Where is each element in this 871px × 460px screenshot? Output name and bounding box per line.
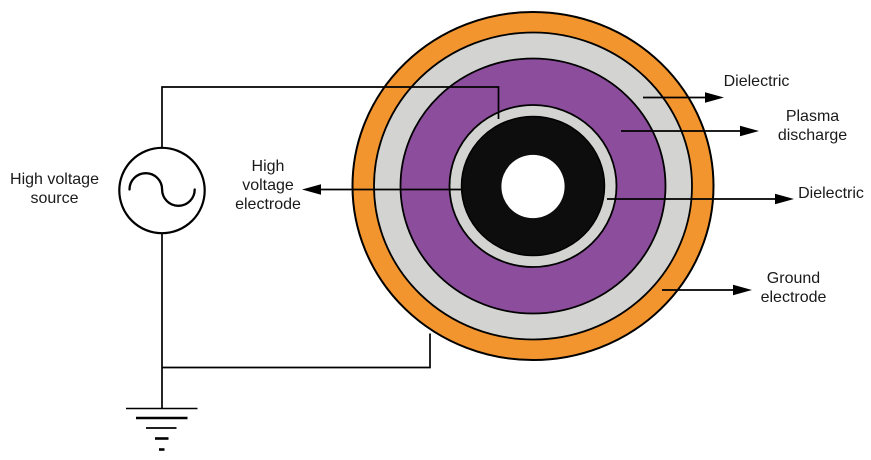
- circuit-wires: [161, 86, 500, 408]
- dielectric-outer-arrow: [643, 92, 724, 103]
- arrowhead-right-icon: [740, 125, 759, 137]
- high-voltage-electrode-arrow: [302, 184, 461, 195]
- arrowhead-right-icon: [775, 193, 794, 205]
- concentric-rings: [351, 11, 715, 361]
- ground-symbol-icon: [126, 407, 198, 451]
- dielectric-inner-label: Dielectric: [798, 185, 864, 202]
- arrowhead-right-icon: [705, 92, 724, 103]
- dielectric-outer-label: Dielectric: [723, 73, 790, 90]
- high-voltage-source-label: High voltage source: [10, 171, 99, 207]
- plasma-discharge-arrow: [621, 125, 759, 137]
- ac-source-symbol: [118, 146, 206, 235]
- ground-electrode-label: Ground electrode: [760, 270, 827, 306]
- bottom-wire: [162, 333, 431, 369]
- top-wire: [161, 86, 500, 148]
- dielectric-inner-arrow: [607, 193, 794, 205]
- ground-electrode-arrow: [662, 284, 752, 296]
- annotation-arrows: [302, 92, 794, 296]
- sine-wave-icon: [128, 172, 196, 207]
- center-hole: [501, 154, 565, 219]
- plasma-discharge-label: Plasma discharge: [777, 108, 848, 144]
- high-voltage-electrode-label: High voltage electrode: [235, 158, 301, 213]
- arrowhead-left-icon: [302, 184, 321, 195]
- arrowhead-right-icon: [733, 284, 752, 296]
